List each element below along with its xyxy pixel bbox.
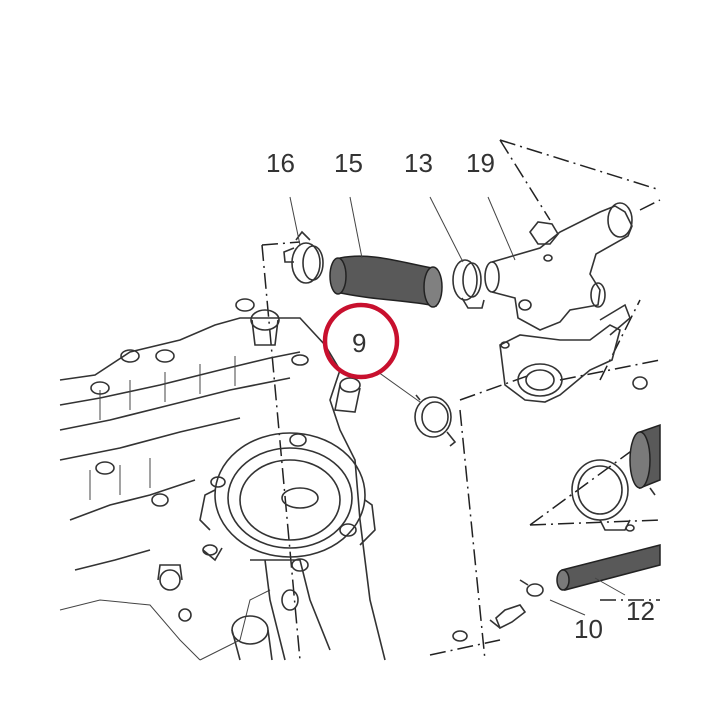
callout-9: 9 [352,328,366,358]
callout-16: 16 [266,148,295,178]
small-hose-12 [556,544,661,591]
assembly-guide-lines [261,139,661,661]
gasket-9 [414,394,457,447]
housing-flange [499,303,631,403]
o-ring [632,376,648,390]
hose-clamp-right [571,459,635,532]
hose-clamp-13 [452,259,485,309]
callout-19: 19 [466,148,495,178]
callout-15: 15 [334,148,363,178]
leader-15 [349,196,363,259]
leader-19 [487,196,516,261]
leader-12 [594,577,626,596]
callout-leaders [289,196,626,616]
leader-10 [549,599,586,616]
highlight-ring [322,302,400,380]
callout-12: 12 [626,596,655,626]
engine-cylinder-head [59,298,386,661]
thermostat-housing-19 [484,202,633,331]
leader-13 [429,196,464,263]
leader-9 [377,371,421,403]
coolant-hose-15 [329,255,443,308]
sensor-fitting [452,604,527,642]
hose-clamp-16 [283,230,324,284]
pipe-segment [629,423,661,496]
callout-13: 13 [404,148,433,178]
callout-10: 10 [574,614,603,644]
leader-16 [289,196,301,246]
clip-10 [519,579,544,597]
